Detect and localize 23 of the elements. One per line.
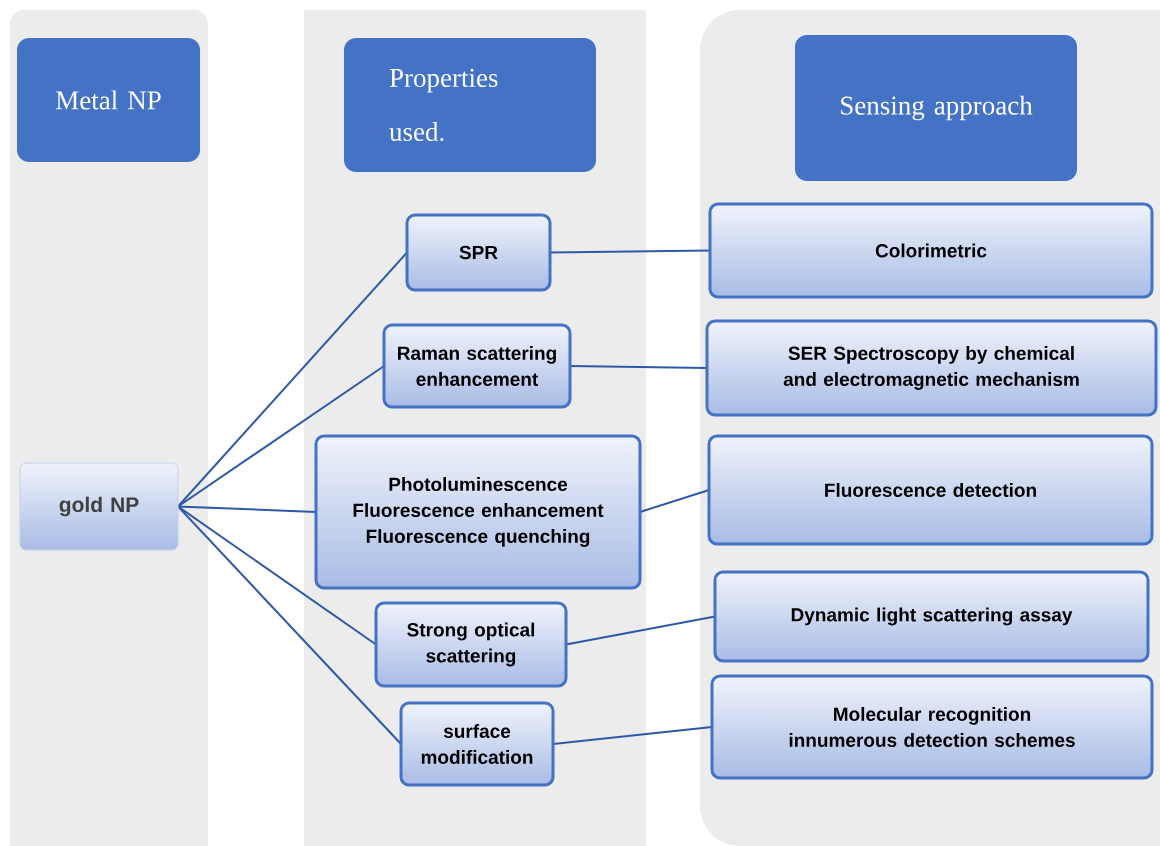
header-box: Sensing approach: [795, 35, 1077, 181]
property-box: Dynamic light scattering assay: [713, 570, 1150, 663]
property-box: SPR: [405, 213, 552, 292]
connector-line: [639, 489, 710, 513]
header-box: Properties used.: [344, 38, 596, 172]
property-box: surface modification: [399, 701, 555, 787]
connector-line: [177, 505, 377, 646]
material-box: gold NP: [19, 462, 179, 551]
property-box: Photoluminescence Fluorescence enhancement Fluorescence quenching: [314, 434, 642, 590]
property-box: SER Spectroscopy by chemical and electromagnetic mechanism: [705, 319, 1158, 417]
connector-line: [552, 726, 713, 745]
property-box: Fluorescence detection: [707, 434, 1154, 546]
connector-line: [177, 505, 317, 513]
property-box: Raman scattering enhancement: [382, 323, 572, 409]
property-box: Colorimetric: [708, 202, 1154, 299]
connector-line: [569, 365, 708, 369]
header-box: Metal NP: [17, 38, 200, 162]
connector-line: [177, 505, 402, 745]
connector-line: [177, 365, 385, 508]
connector-line: [565, 615, 716, 646]
property-box: Strong optical scattering: [374, 601, 568, 688]
connector-line: [549, 249, 711, 254]
property-box: Molecular recognition innumerous detection schemes: [710, 674, 1154, 780]
